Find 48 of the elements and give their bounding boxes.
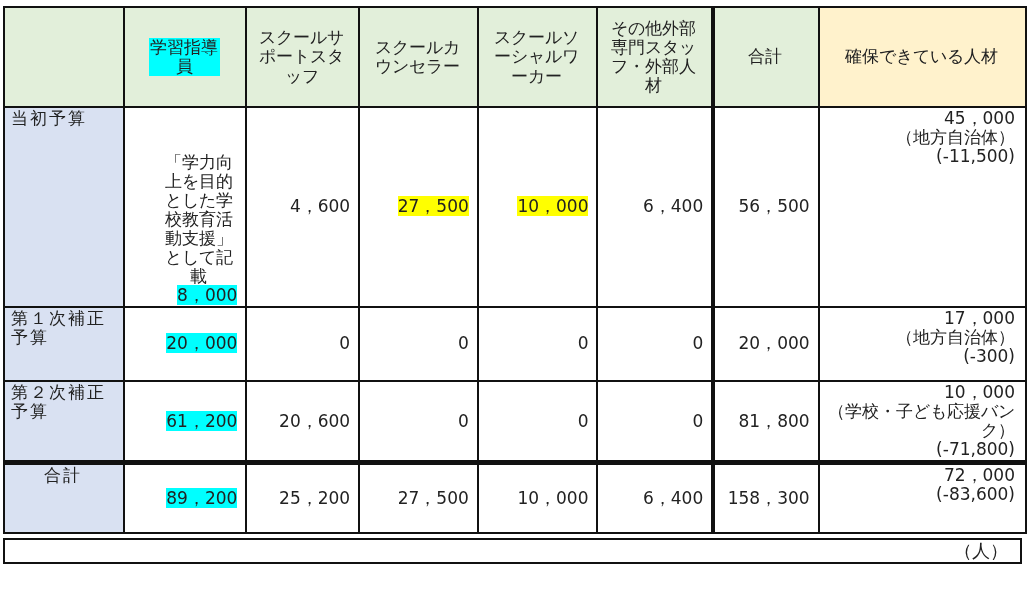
difference-value: (-83,600) [935,485,1015,505]
number-value: 56，500 [738,196,810,217]
number-value: 25，200 [279,487,351,508]
number-value: 0 [692,410,704,431]
column-header: 確保できている人材 [843,47,999,67]
highlighted-number-value: 10，000 [517,196,589,217]
row-header: 当初予算 [11,108,88,128]
number-value: 20，600 [279,410,351,431]
number-value: 0 [458,333,469,354]
number-value: 6，400 [642,487,704,508]
highlighted-number-value: 89，200 [166,487,238,508]
number-value: 17，000 [942,309,1015,329]
difference-value: (-11,500) [935,147,1015,167]
number-value: 158，300 [727,487,810,508]
column-header: その他外部専門スタッフ・外部人材 [610,18,698,96]
number-value: 81，800 [738,410,810,431]
source-note: （地方自治体） [895,328,1015,348]
number-value: 0 [339,333,351,354]
highlighted-number-value: 27，500 [397,196,469,217]
row-header: 第１次補正予算 [11,308,107,348]
number-value: 6，400 [642,196,704,217]
highlighted-column-header: 学習指導員 [148,37,220,77]
column-header: スクールソーシャルワーカー [493,28,581,86]
number-value: 72，000 [942,466,1015,486]
number-value: 0 [692,333,704,354]
column-header: スクールサポートスタッフ [258,28,346,86]
highlighted-number-value: 20，000 [166,333,238,354]
difference-value: (-71,800) [935,440,1015,460]
difference-value: (-300) [962,347,1015,367]
row-header: 合計 [44,465,83,486]
number-value: 27，500 [397,487,469,508]
number-value: 0 [577,333,589,354]
column-header: 合計 [747,47,784,67]
number-value: 4，600 [289,196,351,217]
number-value: 45，000 [942,109,1015,129]
highlighted-number-value: 61，200 [166,410,238,431]
row-header: 第２次補正予算 [11,382,107,422]
column-header: スクールカウンセラー [374,37,461,77]
unit-label: （人） [954,540,1008,561]
number-value: 20，000 [738,333,810,354]
source-note: （学校・子ども応援バンク） [827,402,1015,441]
number-value: 0 [577,410,589,431]
number-value: 10，000 [517,487,589,508]
source-note: （地方自治体） [895,128,1015,148]
highlighted-number-value: 8，000 [177,284,238,305]
number-value: 10，000 [942,383,1015,402]
note-text: 「学力向上を目的とした学校教育活動支援」として記載 [163,152,234,286]
number-value: 0 [458,410,469,431]
